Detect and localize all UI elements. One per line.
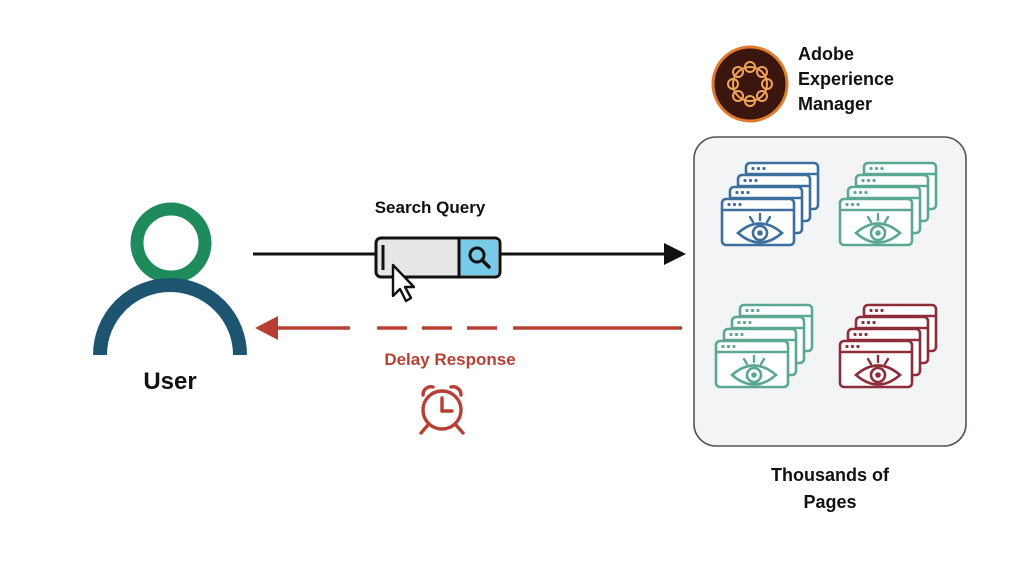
search-icon (468, 246, 491, 269)
aem-name: Adobe Experience Manager (798, 42, 938, 117)
delay-response-label: Delay Response (384, 350, 516, 369)
aem-name-line: Adobe (798, 44, 854, 64)
search-query-label: Search Query (374, 198, 486, 217)
aem-logo-icon (711, 45, 789, 123)
pages-label-line: Pages (803, 492, 857, 512)
aem-name-line: Manager (798, 94, 873, 114)
user-icon (93, 202, 247, 356)
alarm-clock-icon (419, 385, 465, 435)
pages-label: Thousands of Pages (745, 462, 915, 516)
user-label: User (143, 368, 197, 395)
search-box-icon (374, 236, 502, 303)
cursor-arrow-icon (391, 263, 416, 303)
aem-name-line: Experience (798, 69, 895, 89)
request-arrow (253, 243, 686, 265)
response-arrow (255, 316, 682, 340)
pages-label-line: Thousands of (771, 465, 889, 485)
